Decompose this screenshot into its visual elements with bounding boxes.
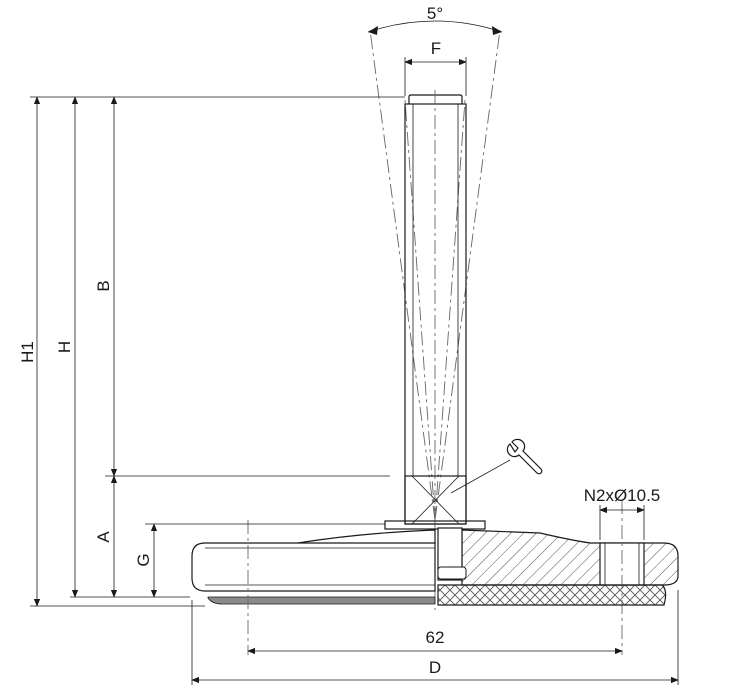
horizontal-dimensions bbox=[191, 590, 679, 685]
a-label: A bbox=[94, 531, 113, 543]
swivel-cone bbox=[367, 20, 503, 521]
angle-label: 5° bbox=[427, 4, 443, 23]
hole-label: N2xØ10.5 bbox=[584, 486, 661, 505]
b-label: B bbox=[94, 280, 113, 291]
bolt-spacing-label: 62 bbox=[426, 628, 445, 647]
vertical-dimensions bbox=[30, 96, 405, 607]
threaded-stem bbox=[404, 90, 467, 610]
h-label: H bbox=[55, 341, 74, 353]
d-label: D bbox=[429, 658, 441, 677]
h1-label: H1 bbox=[18, 341, 37, 363]
hole-dimension bbox=[599, 505, 645, 540]
base-plate bbox=[191, 500, 679, 655]
f-label: F bbox=[431, 39, 441, 58]
g-label: G bbox=[134, 553, 153, 566]
f-dimension bbox=[404, 57, 467, 96]
wrench-icon bbox=[450, 438, 543, 494]
